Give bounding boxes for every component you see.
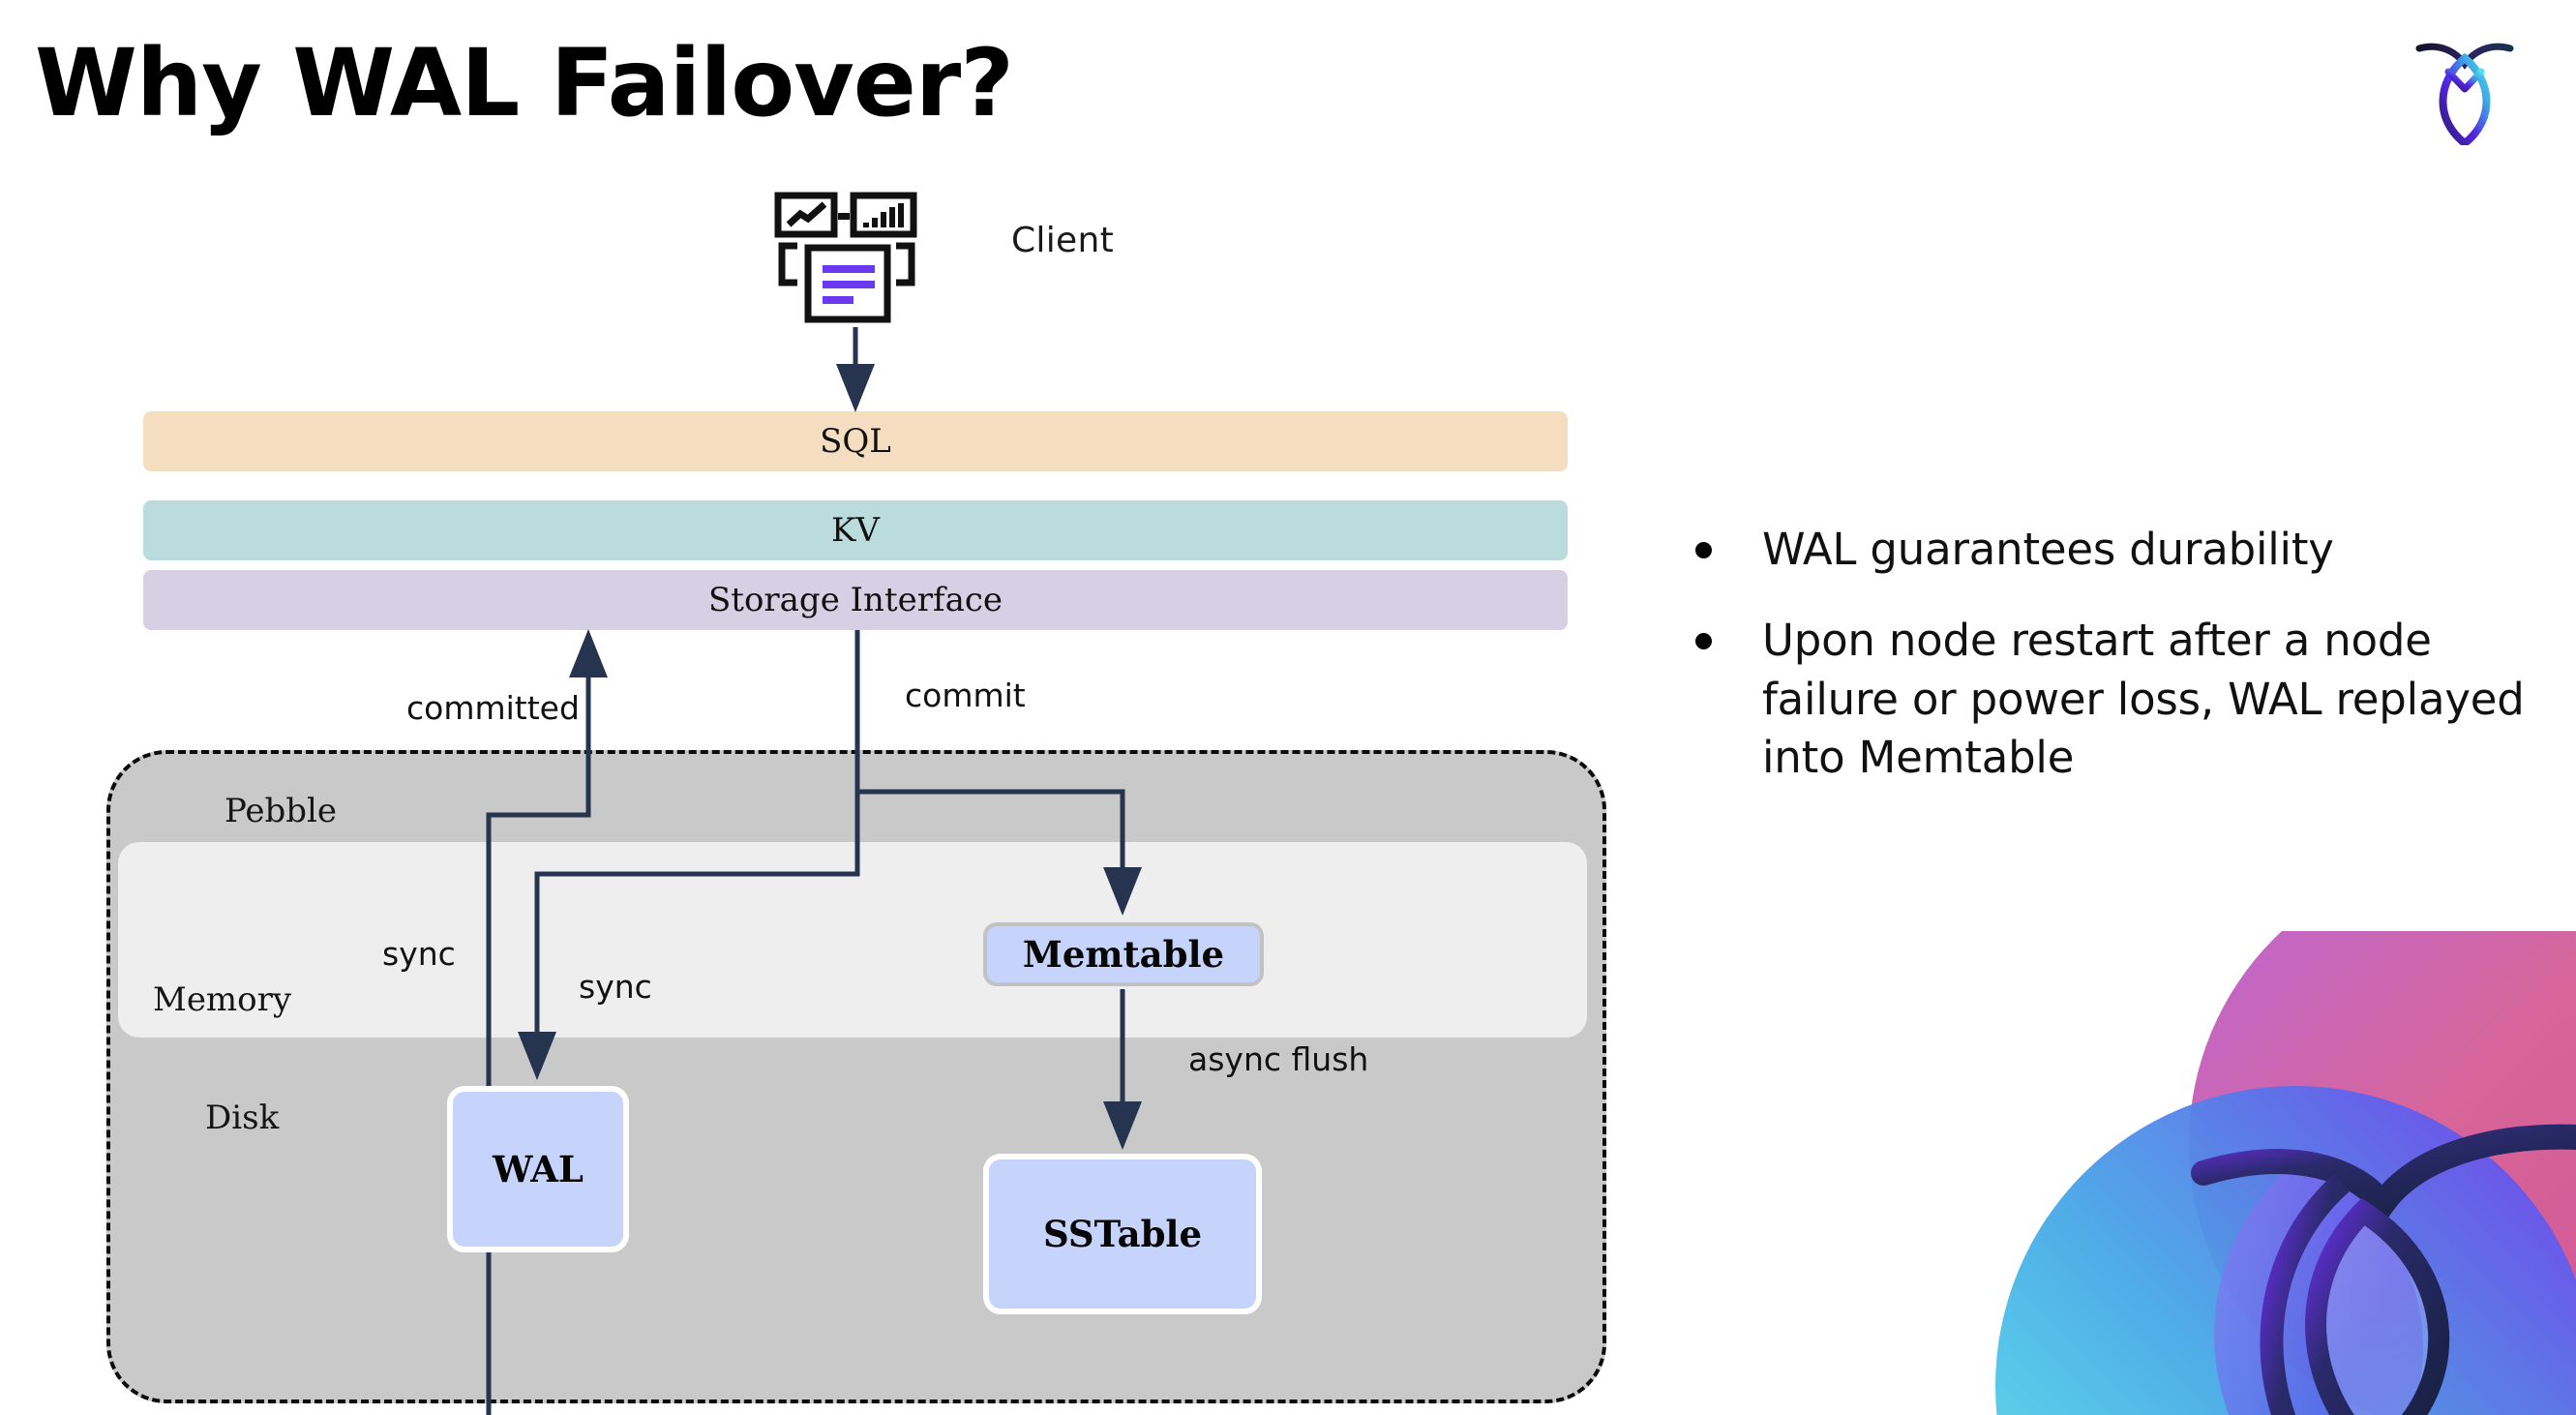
dashboard-monitor-icon [774, 192, 921, 327]
node-memtable: Memtable [983, 922, 1264, 986]
cockroachdb-circles-artwork [1976, 931, 2576, 1415]
client-label: Client [1011, 221, 1115, 260]
list-item: WAL guarantees durability [1695, 521, 2547, 579]
node-wal: WAL [447, 1086, 629, 1252]
edge-label-committed: committed [406, 689, 580, 727]
layer-label-storage-interface: Storage Interface [707, 581, 1003, 619]
memory-label: Memory [153, 980, 292, 1019]
edge-label-async-flush: async flush [1188, 1040, 1369, 1078]
page-title: Why WAL Failover? [35, 29, 1014, 137]
layer-bar-sql: SQL [143, 411, 1568, 471]
layer-bar-kv: KV [143, 500, 1568, 560]
memory-zone [118, 842, 1587, 1038]
layer-label-kv: KV [831, 511, 880, 550]
bullet-list: WAL guarantees durability Upon node rest… [1695, 521, 2547, 820]
cockroachdb-logo [2411, 29, 2518, 149]
bullet-text: Upon node restart after a node failure o… [1762, 615, 2525, 783]
layer-label-sql: SQL [820, 422, 891, 461]
layer-bar-storage-interface: Storage Interface [143, 570, 1568, 630]
node-label-wal: WAL [493, 1148, 584, 1190]
edge-label-sync-1: sync [382, 935, 456, 973]
edge-label-commit: commit [905, 677, 1026, 714]
pebble-label: Pebble [225, 792, 337, 830]
disk-label: Disk [205, 1099, 280, 1137]
list-item: Upon node restart after a node failure o… [1695, 612, 2547, 787]
edge-label-sync-2: sync [579, 968, 652, 1006]
bullet-dot-icon [1695, 633, 1712, 650]
bullet-dot-icon [1695, 542, 1712, 558]
node-sstable: SSTable [983, 1154, 1262, 1314]
node-label-memtable: Memtable [1022, 933, 1225, 976]
bullet-text: WAL guarantees durability [1762, 524, 2334, 575]
node-label-sstable: SSTable [1042, 1213, 1203, 1255]
